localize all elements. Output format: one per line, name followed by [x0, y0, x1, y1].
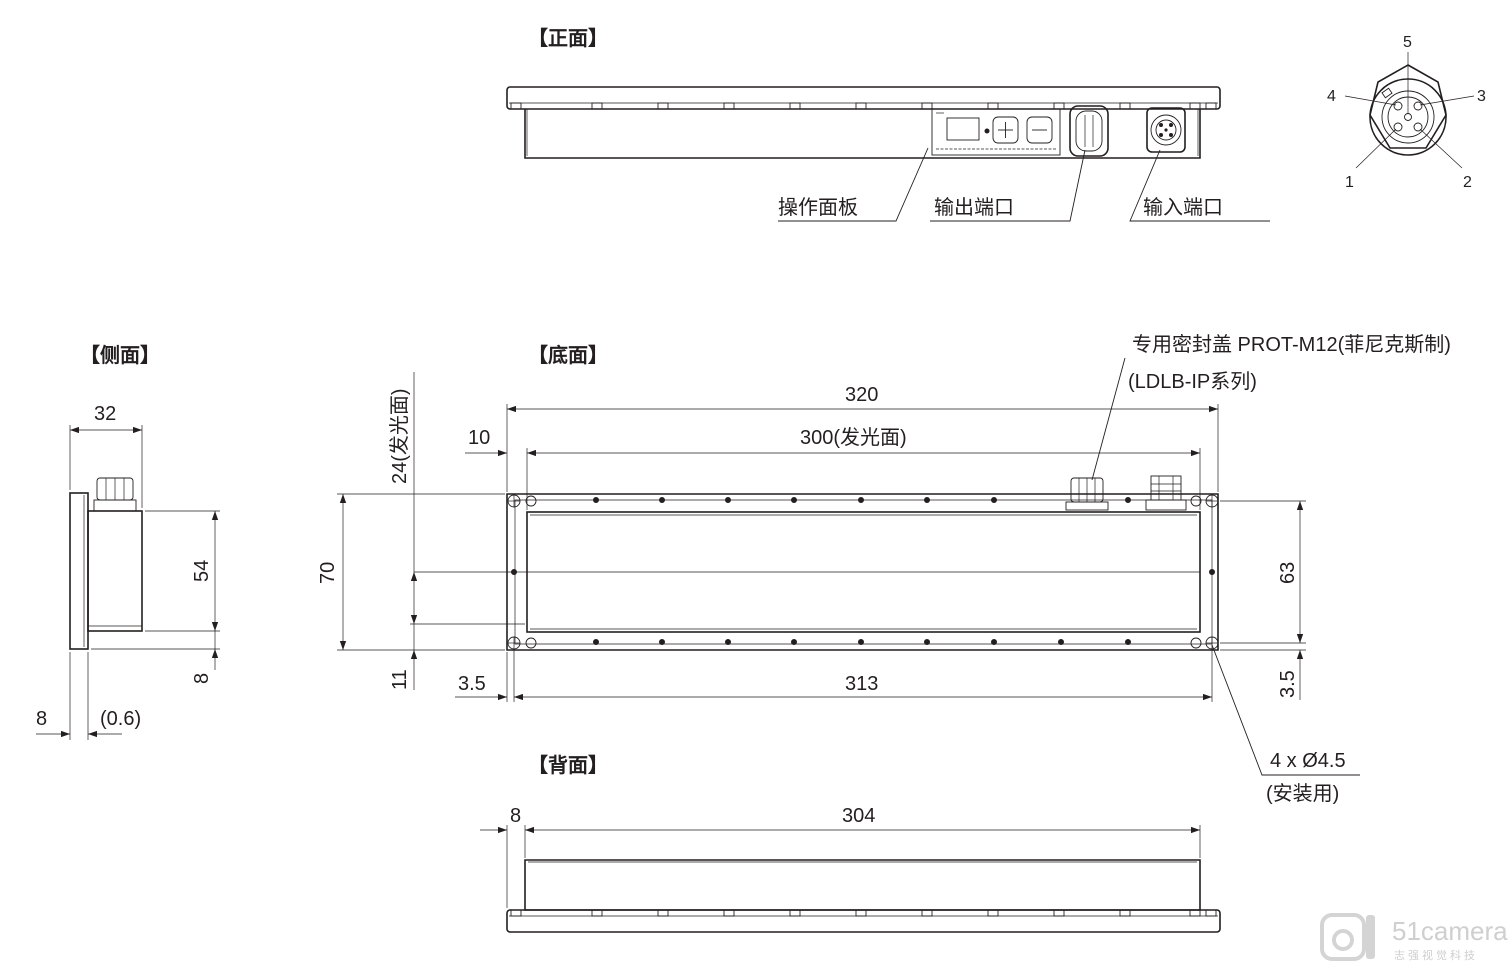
front-view-title: 【正面】: [528, 27, 608, 50]
dim-overall-width: 70: [317, 562, 339, 584]
seal-cap-series-label: (LDLB-IP系列): [1128, 370, 1257, 393]
pin-2-label: 2: [1463, 174, 1472, 191]
input-port-label: 输入端口: [1143, 196, 1223, 219]
side-view: 【侧面】 32 54 8 8: [36, 343, 220, 740]
watermark-logo: 51camera 志强视觉科技: [1320, 913, 1508, 962]
control-panel-label: 操作面板: [778, 196, 858, 219]
side-connector: [93, 477, 137, 512]
back-view-title: 【背面】: [528, 753, 608, 777]
dim-hole-offset-right: 3.5: [1277, 670, 1299, 698]
bottom-flange: [506, 493, 1219, 651]
pin-4-label: 4: [1327, 88, 1336, 105]
pin-3-label: 3: [1477, 88, 1486, 105]
back-body: [524, 859, 1201, 911]
front-top-plate: [506, 86, 1221, 110]
dim-overall-length: 320: [845, 384, 878, 406]
front-view: 【正面】: [506, 27, 1270, 222]
dim-hole-offset-left: 3.5: [458, 673, 486, 695]
dim-side-plate: 8: [36, 708, 47, 730]
output-port-connector: [1069, 105, 1109, 157]
mounting-holes-purpose: (安装用): [1266, 782, 1339, 805]
pin-1-label: 1: [1345, 174, 1354, 191]
bottom-view: 【底面】: [317, 333, 1451, 805]
dim-bottom-offset: 11: [389, 669, 411, 690]
front-body: [524, 109, 1201, 159]
output-port-label: 输出端口: [934, 196, 1014, 219]
bottom-input-connector: [1145, 475, 1187, 511]
side-plate: [69, 492, 89, 650]
dim-hole-span: 63: [1277, 562, 1299, 584]
dim-back-length: 304: [842, 805, 875, 827]
connector-pinout: 5 4 3 1 2: [1327, 34, 1486, 191]
back-view: 【背面】 8 304: [480, 753, 1221, 933]
dim-hole-pitch: 313: [845, 673, 878, 695]
dim-edge-offset: 10: [468, 427, 490, 449]
mounting-holes-label: 4 x Ø4.5: [1270, 750, 1346, 772]
bottom-view-title: 【底面】: [528, 343, 608, 367]
input-port-connector: [1146, 107, 1186, 153]
watermark-subtitle: 志强视觉科技: [1394, 948, 1478, 962]
back-plate: [506, 909, 1221, 933]
seal-cap-label: 专用密封盖 PROT-M12(菲尼克斯制): [1132, 333, 1451, 356]
dim-emitting-length: 300(发光面): [800, 426, 907, 449]
control-panel: [931, 108, 1061, 156]
side-view-title: 【侧面】: [80, 343, 160, 367]
pin-5-label: 5: [1403, 34, 1412, 51]
side-body: [87, 510, 143, 632]
dim-emitting-width: 24(发光面): [388, 388, 411, 484]
dim-side-height: 54: [191, 560, 213, 582]
watermark-brand: 51camera: [1392, 916, 1508, 946]
dim-side-base: 8: [191, 673, 213, 684]
dim-side-gap: (0.6): [100, 708, 141, 730]
dim-side-depth: 32: [94, 403, 116, 425]
dim-back-offset: 8: [510, 805, 521, 827]
bottom-seal-cap: [1065, 477, 1109, 511]
